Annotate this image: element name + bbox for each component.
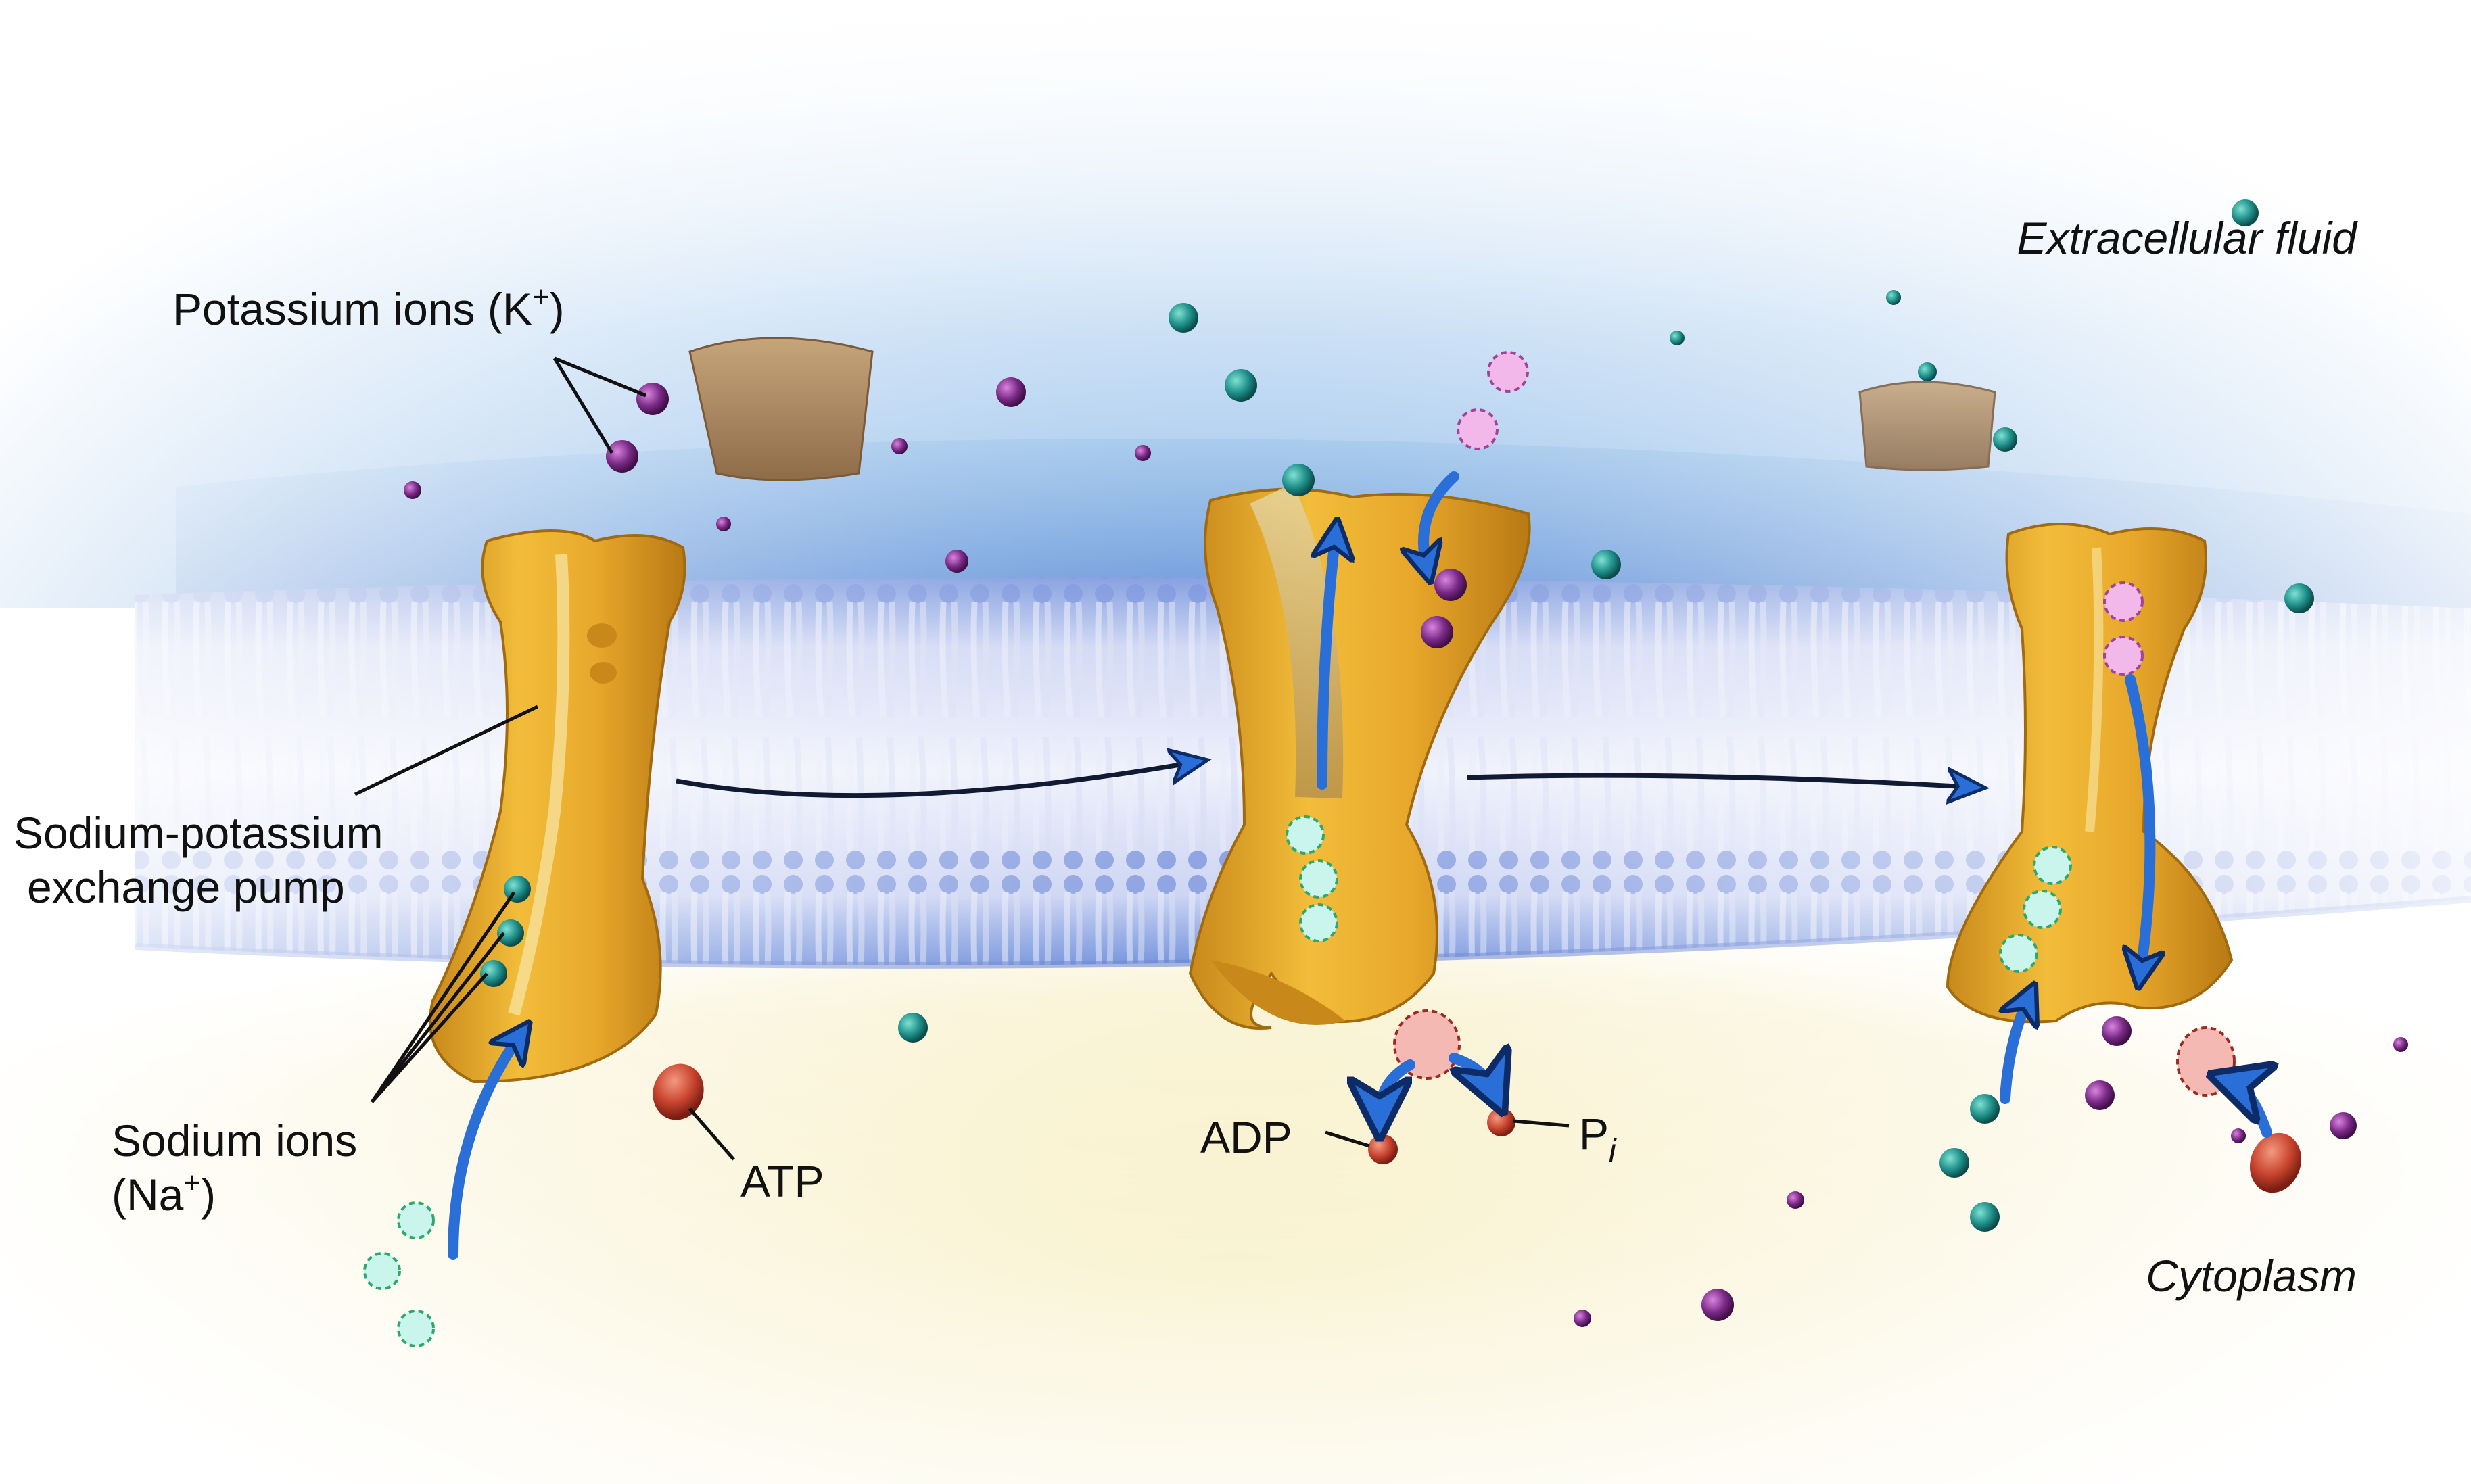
- potassium-ions-incoming: [1457, 351, 2144, 676]
- channel-protein-right: [1858, 381, 1996, 471]
- sodium-ions-label-line2: (Na+): [112, 1166, 216, 1220]
- flow-arrow-1-to-2: [676, 761, 1204, 798]
- adp-label: ADP: [1200, 1112, 1292, 1162]
- flow-arrow-2-to-3: [1467, 775, 1981, 788]
- pump-3: [1946, 523, 2234, 1024]
- atp-molecule: [653, 1063, 704, 1120]
- pump-label-line1: Sodium-potassium: [14, 808, 383, 858]
- pi-label: Pi: [1579, 1109, 1617, 1169]
- adp-molecule: [1368, 1134, 1398, 1164]
- sodium-ions-incoming: [363, 815, 2072, 1347]
- sodium-ions: [480, 199, 2314, 1232]
- channel-protein-left: [688, 337, 874, 481]
- potassium-ions-label: Potassium ions (K+): [172, 281, 565, 334]
- pi-molecule: [1487, 1108, 1515, 1136]
- atp-label: ATP: [740, 1156, 824, 1206]
- sodium-ions-label-line1: Sodium ions: [112, 1116, 357, 1166]
- leader-lines: [354, 356, 1570, 1161]
- potassium-ions: [404, 377, 2408, 1327]
- cytoplasm-label: Cytoplasm: [2146, 1251, 2357, 1301]
- atp-molecule-right: [2249, 1132, 2302, 1193]
- extracellular-fluid-label: Extracellular fluid: [2017, 213, 2358, 263]
- pump-label-line2: exchange pump: [27, 862, 345, 912]
- blue-arrows: [448, 471, 2267, 1260]
